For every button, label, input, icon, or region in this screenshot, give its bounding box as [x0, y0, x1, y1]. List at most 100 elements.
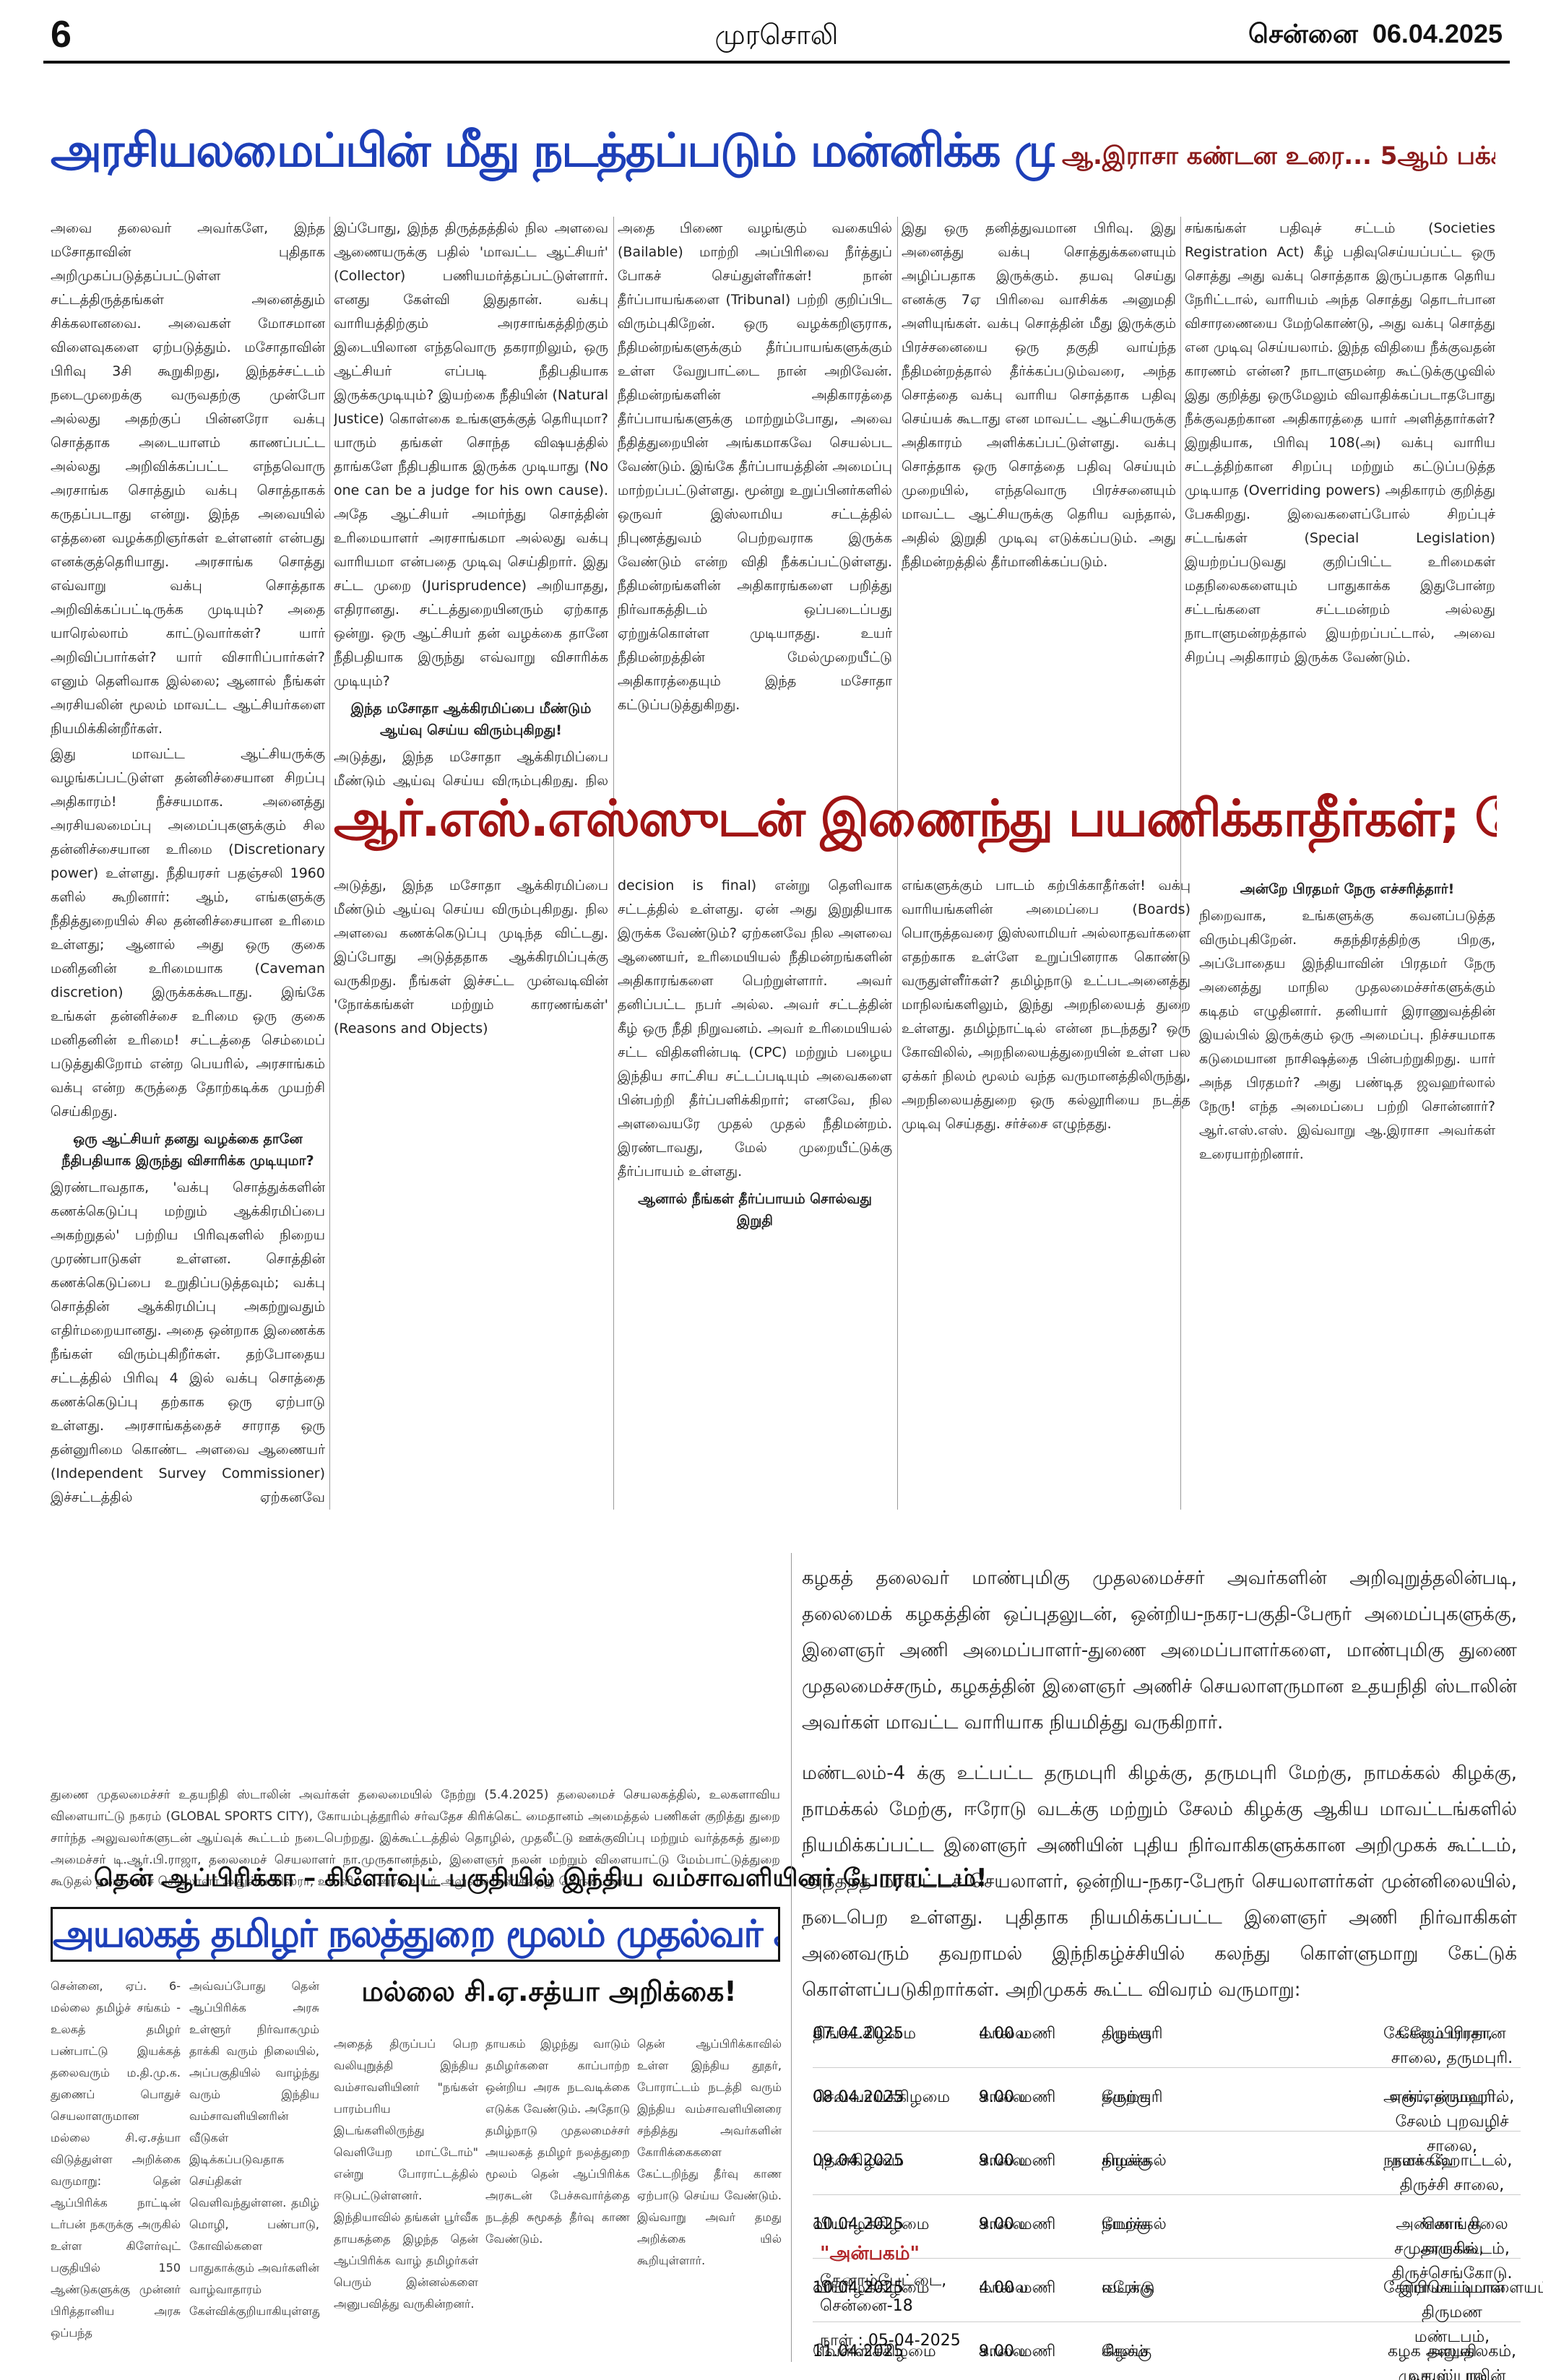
column-divider — [613, 217, 614, 1510]
article3-column: தாயகம் இழந்து வாடும் தமிழர்களை காப்பாற்ற… — [485, 2037, 630, 2246]
announcement-paragraph: கழகத் தலைவர் மாண்புமிகு முதலமைச்சர் அவர்… — [802, 1567, 1517, 1734]
schedule-venue: கொங்கு சமுதாயக்கூடம், — [1394, 2215, 1510, 2258]
schedule-district: தருமபுரி — [1102, 2025, 1163, 2043]
signature-address-line1: தேனாம்பேட்டை, — [820, 2272, 947, 2290]
schedule-session: மாலை — [979, 2279, 1029, 2297]
schedule-venue: என்.என்.மஹால், சேலம் புறவழிச் சாலை, — [1389, 2088, 1515, 2155]
schedule-zone: மேற்கு — [1102, 2088, 1151, 2106]
article1-column-c: அதை பிணை வழங்கும் வகையில் (Bailable) மாற… — [618, 217, 892, 787]
schedule-venue-address: அரூர், தருமபுரி. — [1383, 2088, 1501, 2106]
article2-headline: ஆர்.எஸ்.எஸ்ஸுடன் இணைந்து பயணிக்காதீர்கள்… — [334, 789, 1497, 848]
schedule-time: 4.00 மணி — [979, 2279, 1056, 2297]
schedule-session: மாலை — [979, 2025, 1029, 2043]
paragraph: நிறைவாக, உங்களுக்கு கவனப்படுத்த விரும்பு… — [1199, 908, 1495, 1162]
article3-headline: அயலகத் தமிழர் நலத்துறை மூலம் முதல்வர் சு… — [51, 1907, 780, 1962]
article1-column-c-lower: decision is final) என்று தெளிவாக சட்டத்த… — [618, 874, 892, 1510]
city: சென்னை — [1248, 19, 1358, 48]
article3-column: சென்னை, ஏப். 6- மல்லை தமிழ்ச் சங்கம் - உ… — [51, 1979, 181, 2340]
schedule-day: திங்கட்கிழமை — [813, 2025, 917, 2043]
article1-column-b-lower: அடுத்து, இந்த மசோதா ஆக்கிரமிப்பை மீண்டும… — [334, 874, 608, 1510]
schedule-session: காலை — [979, 2152, 1026, 2170]
article3-column: தென் ஆப்பிரிக்காவில் உள்ள இந்திய தூதர், … — [637, 2037, 782, 2267]
schedule-venue-address: கழக அலுவலகம், வாழப்பாடி. — [1387, 2342, 1517, 2380]
schedule-date: 10.04.2025 — [813, 2279, 904, 2297]
schedule-session: காலை — [979, 2215, 1026, 2233]
section-divider — [791, 1553, 792, 2362]
paragraph: சங்கங்கள் பதிவுச் சட்டம் (Societies Regi… — [1185, 220, 1495, 665]
schedule-zone: கிழக்கு — [1102, 2342, 1152, 2360]
schedule-zone: வடக்கு — [1102, 2279, 1154, 2297]
schedule-venue-address: சேலம் பிரதான சாலை, தருமபுரி. — [1391, 2025, 1513, 2067]
schedule-district: நாமக்கல் — [1102, 2215, 1167, 2233]
article1-column-b: இப்போது, இந்த திருத்தத்தில் நில அளவை ஆணை… — [334, 217, 608, 787]
schedule-day: வியாழக்கிழமை — [813, 2215, 930, 2233]
article1-column-d: இது ஒரு தனித்துவமான பிரிவு. இது அனைத்து … — [902, 217, 1176, 787]
article3-column: அவ்வப்போது தென் ஆப்பிரிக்க அரசு உள்ளூர் … — [189, 1979, 319, 2318]
subheading: இந்த மசோதா ஆக்கிரமிப்பை மீண்டும் ஆய்வு ச… — [350, 701, 592, 738]
schedule-session: காலை — [979, 2342, 1026, 2360]
article1-column-e: சங்கங்கள் பதிவுச் சட்டம் (Societies Regi… — [1185, 217, 1495, 787]
announcement: கழகத் தலைவர் மாண்புமிகு முதலமைச்சர் அவர்… — [802, 1560, 1517, 2022]
paragraph: இது மாவட்ட ஆட்சியருக்கு வழங்கப்பட்டுள்ள … — [51, 746, 325, 1120]
schedule-time: 9.00 மணி — [979, 2342, 1056, 2360]
photo-caption: துணை முதலமைச்சர் உதயநிதி ஸ்டாலின் அவர்கள… — [51, 1788, 780, 1889]
schedule-venue: நளா ஹோட்டல், திருச்சி சாலை, — [1391, 2152, 1513, 2194]
schedule-session: காலை — [979, 2088, 1026, 2106]
signature-date: நாள் : 05-04-2025 — [820, 2332, 961, 2350]
article1-continuation: ஆ.இராசா கண்டன உரை... 5ஆம் பக்கத் தொடர்ச்… — [1062, 142, 1495, 170]
schedule-venue-address: அண்ணா சிலை அருகில், திருச்செங்கோடு. — [1391, 2215, 1513, 2282]
schedule-day: செவ்வாய்க்கிழமை — [813, 2088, 951, 2106]
schedule-zone: மேற்கு — [1102, 2215, 1151, 2233]
schedule-venue-address: நாமக்கல். — [1383, 2152, 1453, 2170]
schedule-day: புதன்கிழமை — [813, 2152, 904, 2170]
schedule-district: ஈரோடு — [1102, 2279, 1155, 2297]
article1-column-d-lower: எங்களுக்கும் பாடம் கற்பிக்காதீர்கள்! வக்… — [902, 874, 1190, 1510]
schedule-date: 10.04.2025 — [813, 2215, 904, 2233]
masthead: 6 முரசொலி சென்னை 06.04.2025 — [43, 13, 1510, 64]
issue-date: 06.04.2025 — [1372, 19, 1503, 48]
schedule-time: 9.00 மணி — [979, 2152, 1056, 2170]
article3-kicker: தென் ஆப்பிரிக்கா – கிளேர்வுட் பகுதியில் … — [94, 1864, 987, 1892]
column-divider — [897, 217, 898, 1510]
page-number: 6 — [51, 14, 72, 56]
schedule-venue: இராமயம்மாள் திருமண மண்டபம், — [1399, 2279, 1505, 2346]
subheading: அன்றே பிரதமர் நேரு எச்சரித்தார்! — [1240, 881, 1455, 897]
article1-column-e-lower: அன்றே பிரதமர் நேரு எச்சரித்தார்! நிறைவாக… — [1199, 874, 1495, 1510]
paragraph: எங்களுக்கும் பாடம் கற்பிக்காதீர்கள்! வக்… — [902, 878, 1190, 1132]
paper-name: முரசொலி — [714, 19, 839, 51]
paragraph: அடுத்து, இந்த மசோதா ஆக்கிரமிப்பை மீண்டும… — [334, 749, 608, 787]
article1-column-a: அவை தலைவர் அவர்களே, இந்த மசோதாவின் புதித… — [51, 217, 325, 1510]
signature-name: "அன்பகம்" — [820, 2243, 920, 2264]
schedule-time: 4.00 மணி — [979, 2025, 1056, 2043]
subheading: ஒரு ஆட்சியர் தனது வழக்கை தானே நீதிபதியாக… — [61, 1131, 314, 1169]
schedule-district: தருமபுரி — [1102, 2088, 1163, 2106]
announcement-paragraph: மண்டலம்-4 க்கு உட்பட்ட தருமபுரி கிழக்கு,… — [802, 1762, 1517, 2001]
schedule-date: 07.04.2025 — [813, 2025, 904, 2043]
schedule-date: 08.04.2025 — [813, 2088, 904, 2106]
column-divider — [1180, 217, 1181, 1510]
schedule-date: 11.04.2025 — [813, 2342, 904, 2360]
column-divider — [329, 217, 330, 1510]
schedule-venue-address: கோபிசெட்டிபாளையம். — [1383, 2279, 1543, 2297]
paragraph: இது ஒரு தனித்துவமான பிரிவு. இது அனைத்து … — [902, 220, 1176, 570]
schedule-time: 9.00 மணி — [979, 2215, 1056, 2233]
subheading: ஆனால் நீங்கள் தீர்ப்பாயம் சொல்வது இறுதி — [638, 1191, 872, 1229]
dateline: சென்னை 06.04.2025 — [1248, 19, 1503, 53]
schedule-date: 09.04.2025 — [813, 2152, 904, 2170]
schedule-zone: கிழக்கு — [1102, 2025, 1152, 2043]
schedule-day: வெள்ளிக்கிழமை — [813, 2342, 936, 2360]
article1-headline: அரசியலமைப்பின் மீது நடத்தப்படும் மன்னிக்… — [51, 124, 1055, 178]
schedule-venue: தளபதி மு.க.ஸ்டாலின் அறிவாலயம், — [1398, 2342, 1506, 2380]
paragraph: அதை பிணை வழங்கும் வகையில் (Bailable) மாற… — [618, 220, 892, 713]
article3-byline: மல்லை சி.ஏ.சத்யா அறிக்கை! — [361, 1976, 737, 2007]
paragraph: அவை தலைவர் அவர்களே, இந்த மசோதாவின் புதித… — [51, 220, 325, 737]
schedule-venue: கே.ஜே.பிராசா, — [1383, 2025, 1493, 2043]
schedule-zone: கிழக்கு — [1102, 2152, 1152, 2170]
schedule-district: நாமக்கல் — [1102, 2152, 1167, 2170]
